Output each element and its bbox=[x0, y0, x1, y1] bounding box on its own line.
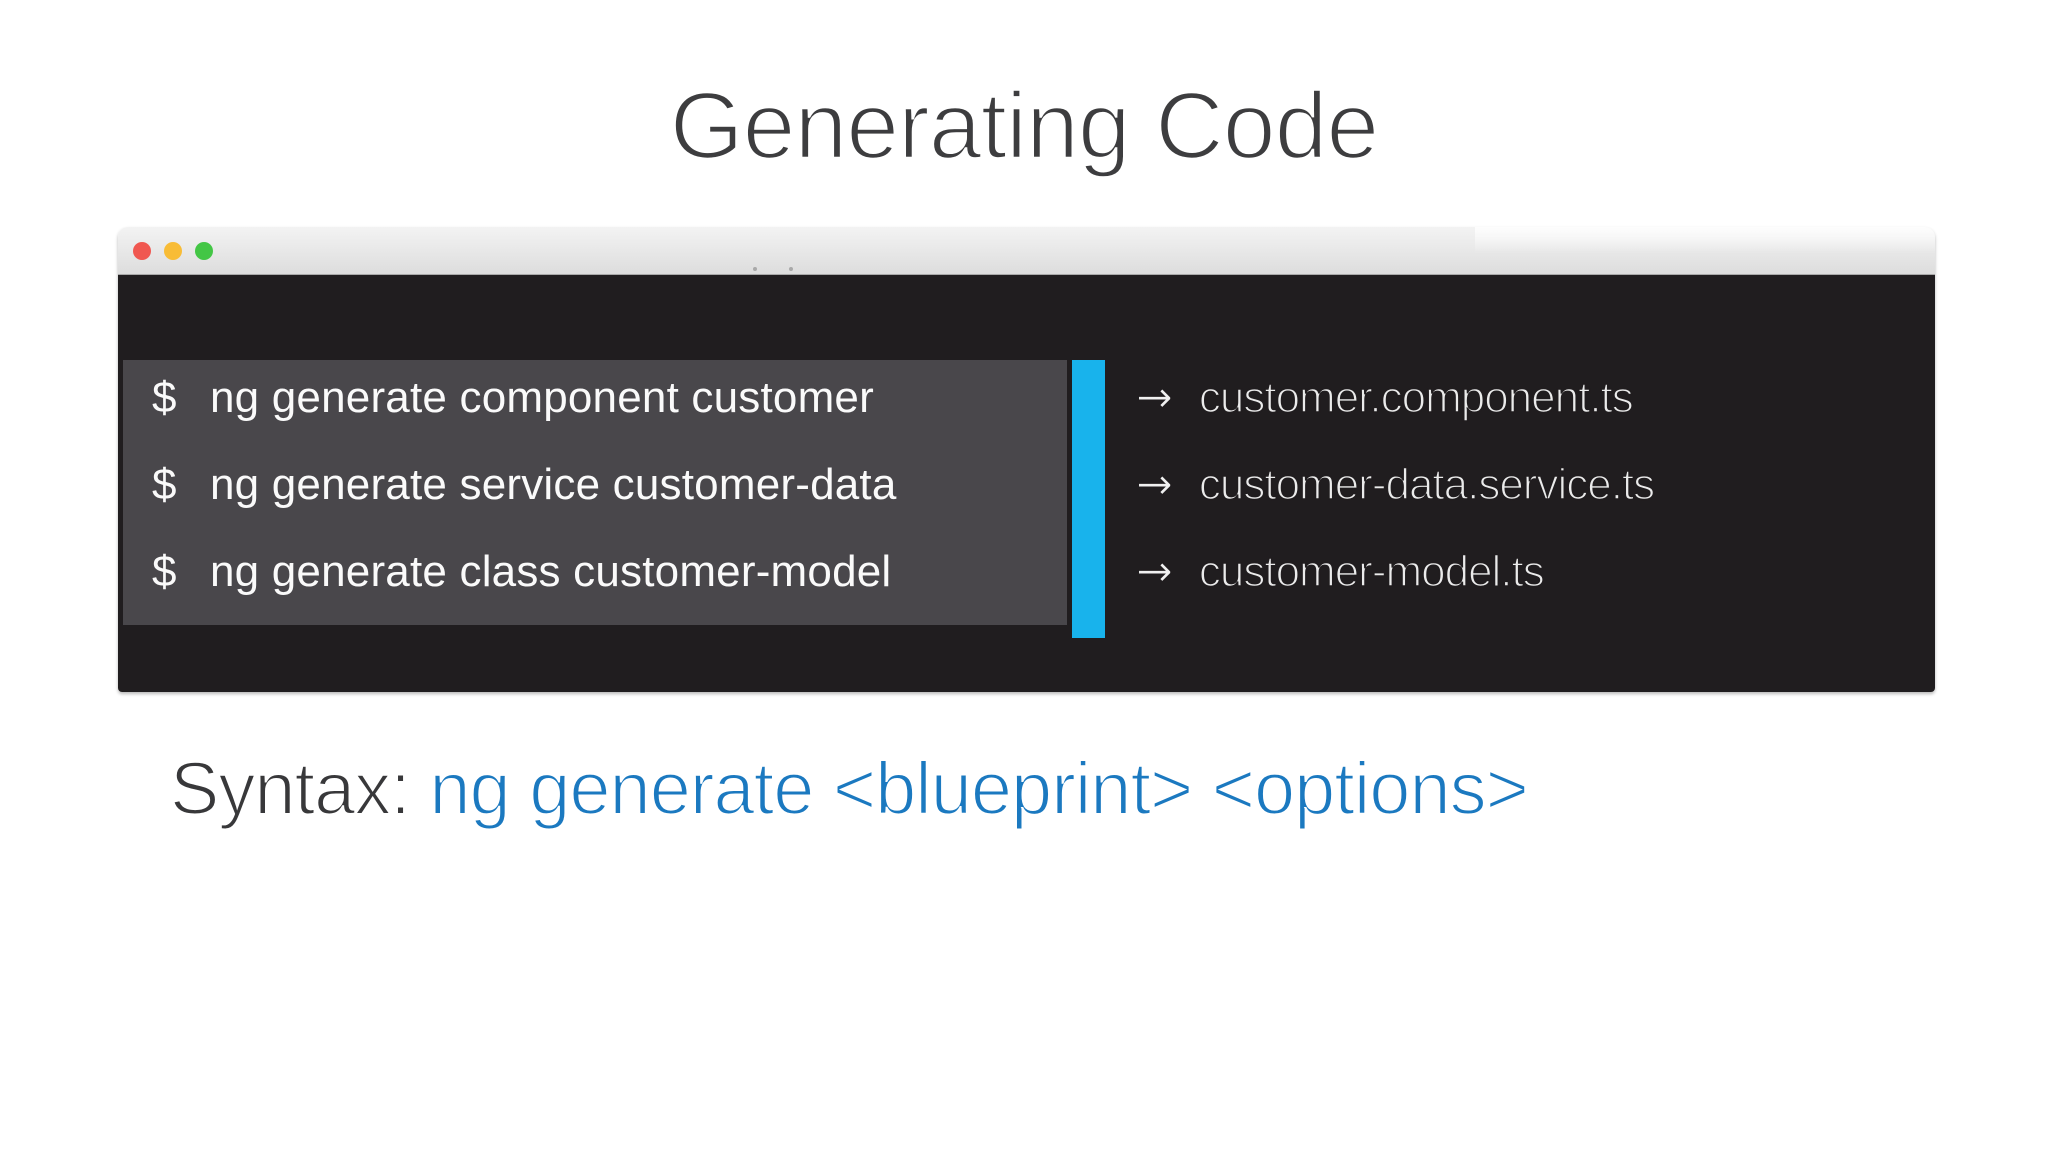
shell-prompt: $ bbox=[152, 546, 177, 596]
shell-prompt: $ bbox=[152, 372, 177, 422]
page-title: Generating Code bbox=[668, 72, 1380, 181]
syntax-label: Syntax: bbox=[169, 746, 430, 831]
output-row: → customer-model.ts bbox=[1136, 528, 1654, 615]
minimize-button[interactable] bbox=[164, 242, 182, 260]
output-row: → customer-data.service.ts bbox=[1136, 441, 1656, 528]
right-arrow-icon: → bbox=[1136, 372, 1174, 424]
terminal-titlebar bbox=[118, 227, 1935, 275]
syntax-code: ng generate <blueprint> <options> bbox=[428, 746, 1529, 831]
command-text: ng generate component customer bbox=[210, 372, 874, 422]
output-row: → customer.component.ts bbox=[1136, 354, 1654, 441]
commands-panel: $ ng generate component customer $ ng ge… bbox=[123, 360, 1067, 625]
command-row: $ ng generate class customer-model bbox=[123, 528, 1067, 615]
syntax-line: Syntax: ng generate <blueprint> <options… bbox=[169, 746, 1530, 831]
right-arrow-icon: → bbox=[1136, 459, 1174, 511]
command-text: ng generate service customer-data bbox=[210, 459, 897, 509]
generated-files-column: → customer.component.ts → customer-data.… bbox=[1136, 360, 1656, 638]
titlebar-highlight bbox=[1475, 227, 1935, 253]
generated-file-name: customer.component.ts bbox=[1198, 372, 1634, 423]
command-row: $ ng generate component customer bbox=[123, 354, 1067, 441]
shell-prompt: $ bbox=[152, 459, 177, 509]
titlebar-artifact-dot bbox=[753, 267, 757, 271]
generated-file-name: customer-data.service.ts bbox=[1198, 459, 1656, 510]
right-arrow-icon: → bbox=[1136, 546, 1174, 598]
titlebar-artifact-dot bbox=[789, 267, 793, 271]
accent-divider-bar bbox=[1072, 360, 1105, 638]
command-row: $ ng generate service customer-data bbox=[123, 441, 1067, 528]
window-controls bbox=[133, 242, 213, 260]
command-text: ng generate class customer-model bbox=[210, 546, 892, 596]
close-button[interactable] bbox=[133, 242, 151, 260]
terminal-window: $ ng generate component customer $ ng ge… bbox=[118, 227, 1935, 692]
generated-file-name: customer-model.ts bbox=[1198, 546, 1545, 597]
zoom-button[interactable] bbox=[195, 242, 213, 260]
terminal-body: $ ng generate component customer $ ng ge… bbox=[118, 275, 1935, 692]
